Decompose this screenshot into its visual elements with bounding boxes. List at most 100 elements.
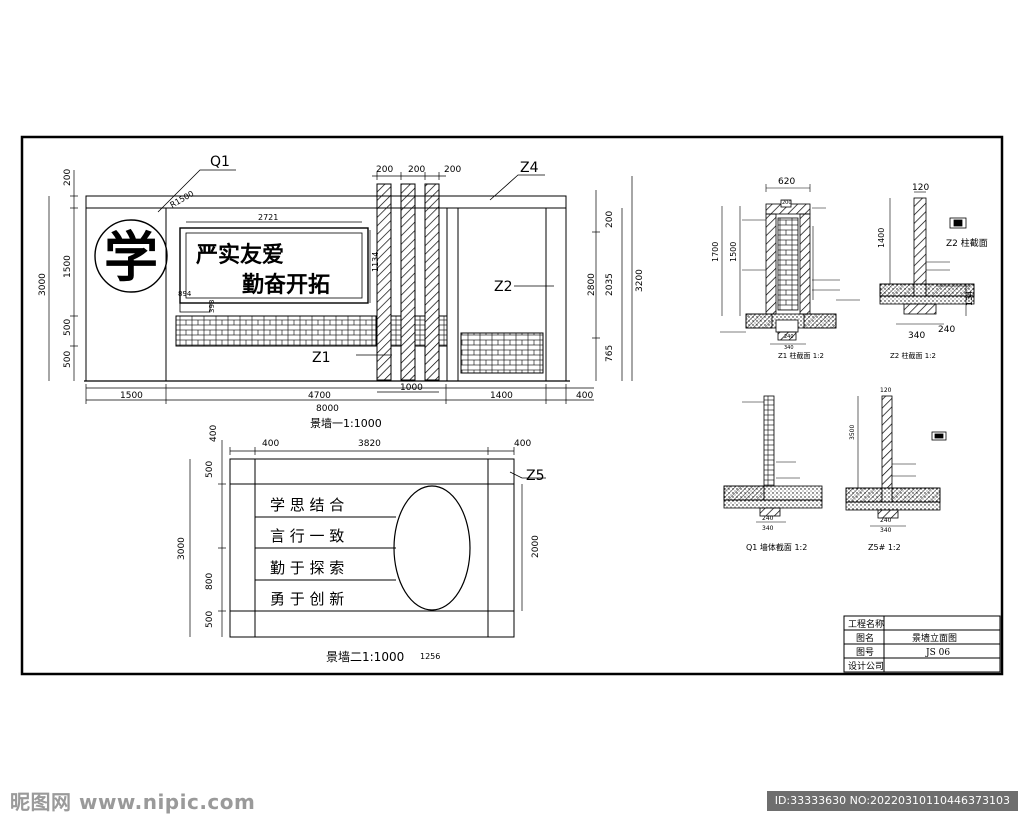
- dim2-left-500b: 500: [205, 611, 215, 628]
- elevation-1: [48, 169, 633, 404]
- slogan-panel: [179, 227, 369, 304]
- dim-bottom-4700: 4700: [308, 391, 331, 401]
- dim-1000: 1000: [400, 383, 423, 393]
- dim-left-500b: 500: [63, 351, 73, 368]
- detail-q1: [723, 395, 823, 523]
- motto-row-2: 言 行 一 致: [270, 527, 344, 545]
- label-z4: Z4: [520, 160, 539, 176]
- motto-row-1: 学 思 结 合: [270, 496, 344, 514]
- z1-dim-620: 620: [778, 177, 795, 187]
- dim-left-1500: 1500: [63, 255, 73, 278]
- tb-label-number: 图号: [856, 647, 874, 658]
- tb-value-name: 景墙立面图: [912, 632, 957, 644]
- oval-window: [393, 485, 471, 611]
- detail-q1-text: 240 340 Q1 墙体截面 1:2: [746, 515, 807, 552]
- brick-band-left: [175, 315, 377, 347]
- z5-dim-120: 120: [880, 387, 892, 394]
- dim-right-2800: 2800: [587, 273, 597, 296]
- z2-dim-340: 340: [908, 331, 925, 341]
- elevation-1-text: 学 严实友爱 勤奋开拓 Q1 Z4 Z2 Z1 R1500 2721 1134 …: [38, 154, 645, 430]
- dim-bottom-1500: 1500: [120, 391, 143, 401]
- z5-dim-240: 240: [880, 517, 892, 524]
- dim2-top-3820: 3820: [358, 439, 381, 449]
- z5-dim-3500: 3500: [849, 425, 856, 440]
- z2-dim-240: 240: [938, 325, 955, 335]
- z2-dim-134: 134: [965, 291, 974, 306]
- dim-bottom-1400: 1400: [490, 391, 513, 401]
- dim-top-2: 200: [408, 165, 425, 175]
- elevation-2-text: 学 思 结 合 言 行 一 致 勤 于 探 索 勇 于 创 新 Z5 400 3…: [177, 425, 545, 664]
- dim-left-500a: 500: [63, 319, 73, 336]
- label-z1: Z1: [312, 350, 331, 366]
- z5-dim-340: 340: [880, 527, 892, 534]
- title-block-text: 工程名称 图名 景墙立面图 图号 JS 06 设计公司: [848, 618, 957, 672]
- wall-2-outline: [229, 458, 515, 638]
- tb-value-number: JS 06: [925, 648, 950, 658]
- dim-right-2035: 2035: [605, 273, 615, 296]
- dim-398: 398: [208, 300, 216, 313]
- detail-z5: [845, 395, 947, 527]
- z1-caption: Z1 柱截面 1:2: [778, 351, 824, 360]
- dim2-left-800: 800: [205, 573, 215, 590]
- dim2-left-400: 400: [209, 425, 219, 442]
- label-z5: Z5: [526, 468, 545, 484]
- dim2-1256: 1256: [420, 652, 440, 661]
- watermark-bar: 昵图网 www.nipic.com ID:33333630 NO:2022031…: [0, 785, 1024, 819]
- elevation-2: [189, 440, 546, 638]
- dim-right-total: 3200: [635, 269, 645, 292]
- dim2-left-500a: 500: [205, 461, 215, 478]
- z1-dim-340: 340: [784, 345, 794, 351]
- q1-dim-240: 240: [762, 515, 774, 522]
- watermark-site[interactable]: 昵图网 www.nipic.com: [10, 790, 256, 814]
- dim2-right-2000: 2000: [531, 535, 541, 558]
- dim-r1500: R1500: [169, 189, 196, 210]
- dim2-top-400b: 400: [514, 439, 531, 449]
- z2-caption: Z2 柱截面 1:2: [890, 351, 936, 360]
- dim-left-200: 200: [63, 169, 73, 186]
- dim-top-3: 200: [444, 165, 461, 175]
- caption-elev-2: 景墙二1:1000: [326, 650, 404, 664]
- tb-label-name: 图名: [856, 632, 874, 644]
- big-character: 学: [104, 226, 158, 289]
- q1-dim-340: 340: [762, 525, 774, 532]
- slogan-line-2: 勤奋开拓: [242, 272, 330, 298]
- column-z1-a: [376, 183, 392, 381]
- z2-badge: Z2 柱截面: [946, 237, 988, 249]
- detail-z2-text: 120 1400 134 340 240 Z2 柱截面 Z2 柱截面 1:2: [877, 183, 988, 360]
- dim-top-1: 200: [376, 165, 393, 175]
- slogan-line-1: 严实友爱: [196, 242, 284, 268]
- detail-z5-text: 120 3500 240 340 Z5# 1:2: [849, 387, 901, 552]
- round-emblem: [94, 219, 168, 293]
- z2-dim-1400: 1400: [877, 228, 886, 248]
- drawing-frame: [20, 135, 1004, 676]
- detail-z1-text: 620 1700 1500 200 240 340 Z1 柱截面 1:2: [711, 177, 824, 360]
- q1-caption: Q1 墙体截面 1:2: [746, 542, 807, 552]
- caption-elev-1: 景墙一1:1000: [310, 416, 382, 430]
- z2-dim-120: 120: [912, 183, 929, 193]
- title-block: [843, 615, 1001, 673]
- watermark-id-badge: ID:33333630 NO:20220310110446373103: [766, 791, 1018, 811]
- dim-bottom-400: 400: [576, 391, 593, 401]
- dim-1134: 1134: [371, 252, 380, 272]
- detail-z2: [879, 191, 975, 325]
- detail-z1: [720, 184, 860, 345]
- z5-caption: Z5# 1:2: [868, 543, 901, 552]
- dim2-top-400a: 400: [262, 439, 279, 449]
- motto-row-4: 勇 于 创 新: [270, 590, 344, 608]
- z1-dim-240: 240: [784, 334, 794, 340]
- dim-right-765: 765: [605, 345, 615, 362]
- z1-dim-1500: 1500: [729, 242, 738, 262]
- z1-dim-1700: 1700: [711, 242, 720, 262]
- column-z1-c: [424, 183, 440, 381]
- label-q1: Q1: [210, 154, 230, 170]
- dim-894: 894: [178, 290, 192, 298]
- dim-2721: 2721: [258, 213, 278, 222]
- column-z1-b: [400, 183, 416, 381]
- dim-total-8000: 8000: [316, 404, 339, 414]
- tb-label-company: 设计公司: [848, 660, 884, 672]
- brick-band-right: [460, 332, 544, 374]
- dim2-left-total: 3000: [177, 537, 187, 560]
- motto-row-3: 勤 于 探 索: [270, 559, 344, 577]
- z1-dim-200: 200: [782, 200, 792, 206]
